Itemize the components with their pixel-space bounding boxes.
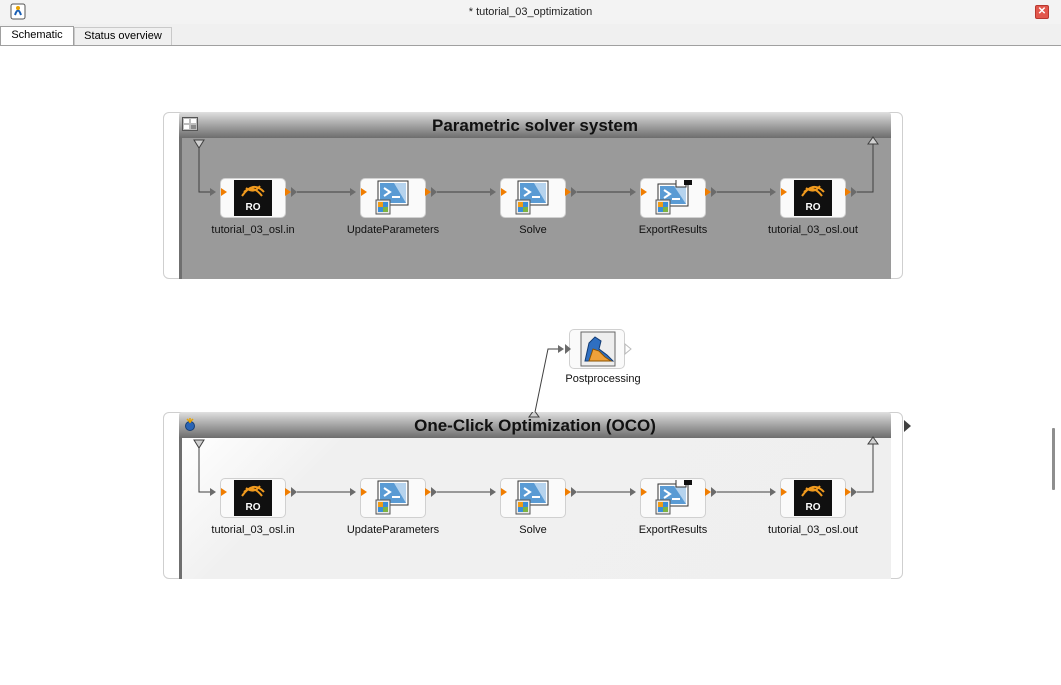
console-script-icon [375, 480, 409, 515]
node-label: tutorial_03_osl.out [768, 224, 858, 236]
node-label: Solve [519, 524, 547, 536]
parametric-solver-system[interactable]: Parametric solver system RO tutorial_03_… [163, 112, 903, 279]
system-left-bar [179, 438, 182, 579]
tab-bar: Schematic Status overview [0, 24, 1061, 46]
console-script-export-icon [655, 480, 692, 515]
robust-input-icon: RO [234, 480, 272, 516]
console-script-icon [515, 480, 549, 515]
node-label: Solve [519, 224, 547, 236]
node-label: tutorial_03_osl.in [211, 524, 295, 536]
system-title: One-Click Optimization (OCO) [414, 416, 656, 435]
system-output-port[interactable] [904, 420, 911, 432]
node-label: ExportResults [638, 224, 708, 236]
system-header[interactable]: One-Click Optimization (OCO) [179, 412, 891, 438]
robust-input-icon: RO [234, 180, 272, 216]
window-titlebar: * tutorial_03_optimization ✕ [0, 0, 1061, 25]
node-label: ExportResults [638, 524, 708, 536]
vertical-scrollbar[interactable] [1052, 428, 1055, 490]
node-solve[interactable] [500, 178, 566, 218]
node-export-results[interactable] [640, 178, 706, 218]
console-script-icon [375, 180, 409, 215]
node-postprocessing[interactable] [569, 329, 625, 369]
node-update-parameters[interactable] [360, 178, 426, 218]
schematic-canvas[interactable]: Parametric solver system RO tutorial_03_… [0, 46, 1061, 685]
node-label: UpdateParameters [346, 224, 440, 236]
console-script-icon [515, 180, 549, 215]
node-robust-input[interactable]: RO [220, 478, 286, 518]
postprocessing-icon [580, 331, 616, 367]
node-label: tutorial_03_osl.out [768, 524, 858, 536]
node-export-results[interactable] [640, 478, 706, 518]
node-label: Postprocessing [565, 373, 641, 385]
node-update-parameters[interactable] [360, 478, 426, 518]
app-icon [10, 3, 26, 20]
oco-system[interactable]: One-Click Optimization (OCO) RO tutorial… [163, 412, 903, 579]
tab-status-overview[interactable]: Status overview [74, 27, 172, 45]
window-title: * tutorial_03_optimization [468, 6, 593, 18]
node-robust-output[interactable]: RO [780, 478, 846, 518]
optimization-icon [185, 418, 195, 431]
system-grid-icon [182, 117, 198, 131]
node-robust-output[interactable]: RO [780, 178, 846, 218]
node-label: UpdateParameters [346, 524, 440, 536]
robust-output-icon: RO [794, 180, 832, 216]
system-header[interactable]: Parametric solver system [179, 112, 891, 138]
node-label: tutorial_03_osl.in [211, 224, 295, 236]
console-script-export-icon [655, 180, 692, 215]
tab-schematic[interactable]: Schematic [0, 26, 74, 45]
system-left-bar [179, 138, 182, 279]
robust-output-icon: RO [794, 480, 832, 516]
system-title: Parametric solver system [431, 116, 639, 135]
node-robust-input[interactable]: RO [220, 178, 286, 218]
node-solve[interactable] [500, 478, 566, 518]
close-icon[interactable]: ✕ [1035, 5, 1049, 19]
